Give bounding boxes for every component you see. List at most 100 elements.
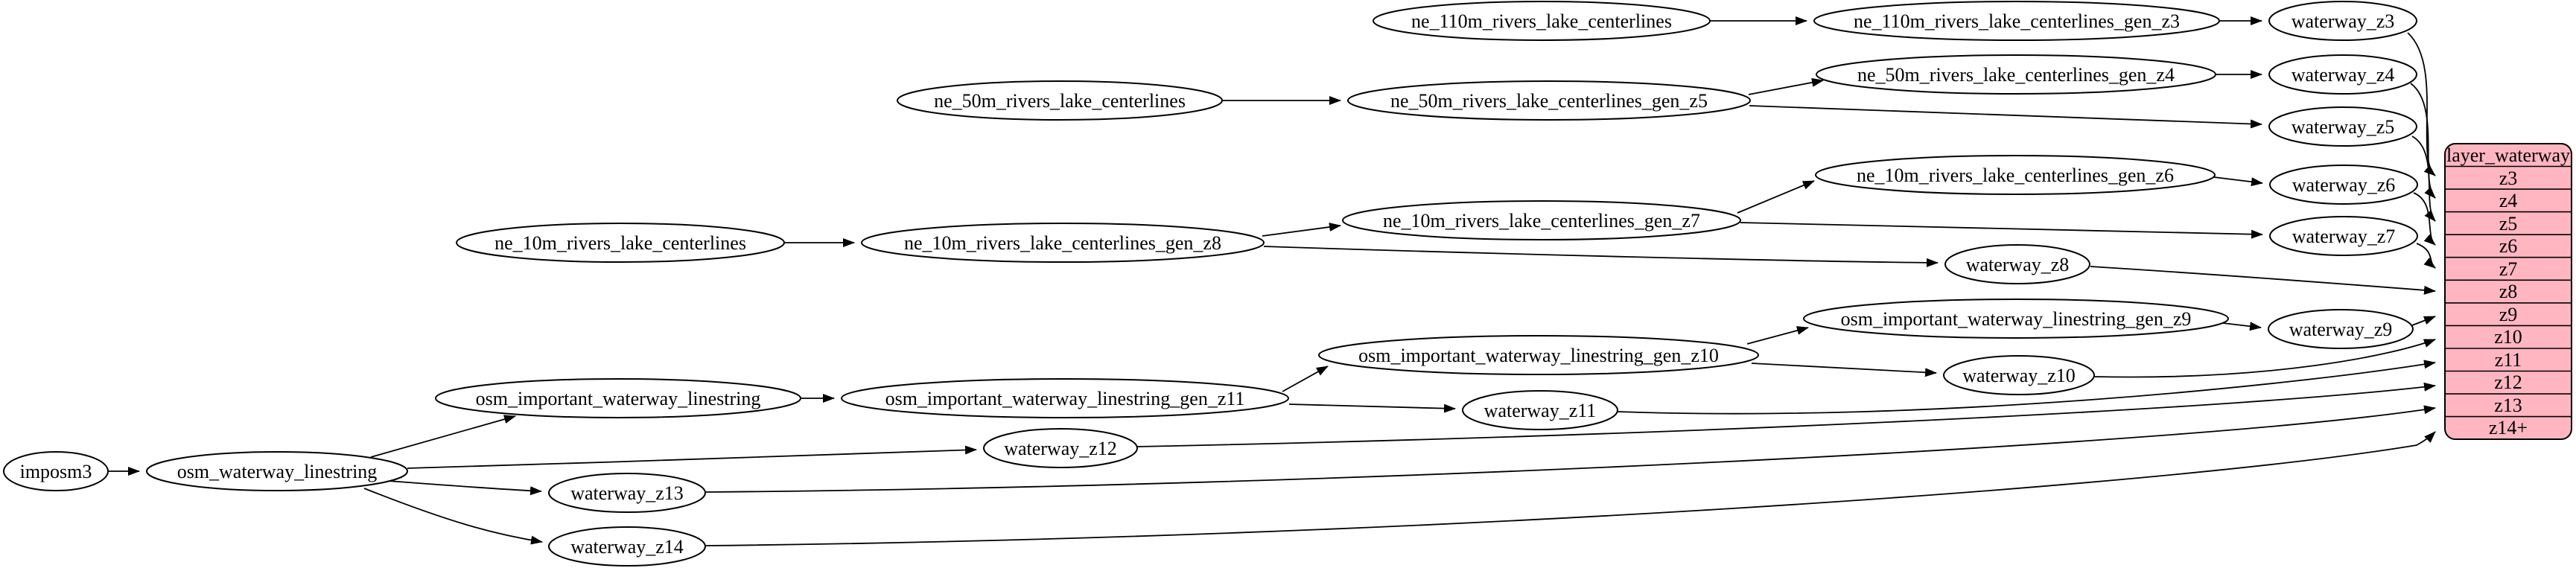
edge-gen-z10-to-waterway-z10: [1751, 363, 1937, 377]
node-osm-waterway-linestring-label: osm_waterway_linestring: [177, 461, 378, 482]
node-waterway-z13-label: waterway_z13: [570, 482, 684, 504]
node-ne110m-rivers-lake-centerlines: ne_110m_rivers_lake_centerlines: [1373, 1, 1711, 41]
node-imposm3-label: imposm3: [20, 461, 92, 482]
node-osm-important-gen-z10-label: osm_important_waterway_linestring_gen_z1…: [1358, 345, 1719, 366]
node-waterway-z14-label: waterway_z14: [570, 536, 684, 558]
node-waterway-z9-label: waterway_z9: [2289, 319, 2393, 340]
edge-gen-z6-to-waterway-z6: [2213, 176, 2263, 187]
node-waterway-z10-label: waterway_z10: [1962, 365, 2076, 386]
table-row-z8: z8: [2499, 281, 2518, 302]
node-waterway-z7-label: waterway_z7: [2292, 226, 2396, 247]
node-ne110m-gen-z3: ne_110m_rivers_lake_centerlines_gen_z3: [1813, 1, 2220, 41]
edge-waterway-z12-to-row-z12: [1136, 382, 2436, 447]
node-ne110m-rivers-lake-centerlines-label: ne_110m_rivers_lake_centerlines: [1411, 10, 1672, 32]
node-waterway-z5-label: waterway_z5: [2292, 116, 2395, 138]
node-osm-important-gen-z10: osm_important_waterway_linestring_gen_z1…: [1318, 335, 1759, 375]
edge-waterway-z3-to-row-z3: [2407, 32, 2436, 176]
table-row-z13: z13: [2494, 395, 2522, 416]
node-ne10m-gen-z6-label: ne_10m_rivers_lake_centerlines_gen_z6: [1857, 165, 2174, 186]
edge-gen-z7-to-waterway-z7: [1740, 222, 2263, 239]
node-waterway-z12-label: waterway_z12: [1004, 438, 1117, 459]
node-osm-waterway-linestring: osm_waterway_linestring: [146, 451, 408, 491]
edge-gen-z7-to-gen-z6: [1737, 180, 1815, 214]
edge-gen-z8-to-waterway-z8: [1263, 246, 1939, 267]
table-row-z7: z7: [2499, 258, 2518, 280]
node-waterway-z6-label: waterway_z6: [2292, 174, 2396, 196]
node-waterway-z12: waterway_z12: [983, 428, 1138, 468]
node-ne110m-gen-z3-label: ne_110m_rivers_lake_centerlines_gen_z3: [1854, 10, 2180, 32]
edge-waterway-z8-to-row-z8: [2090, 266, 2436, 295]
table-row-z12: z12: [2494, 371, 2522, 393]
node-waterway-z11-label: waterway_z11: [1484, 400, 1597, 421]
edge-waterway-z9-to-row-z9: [2411, 316, 2436, 326]
node-waterway-z4-label: waterway_z4: [2292, 64, 2395, 86]
node-ne10m-gen-z8-label: ne_10m_rivers_lake_centerlines_gen_z8: [904, 232, 1221, 254]
table-row-z9: z9: [2499, 304, 2518, 325]
edge-waterway-z11-to-row-z11: [1617, 360, 2436, 415]
edge-waterway-z14-to-row-z14plus: [705, 431, 2436, 546]
edge-waterway-z13-to-row-z13: [705, 405, 2436, 493]
node-ne50m-rivers-lake-centerlines: ne_50m_rivers_lake_centerlines: [897, 80, 1223, 121]
node-osm-important-waterway-linestring: osm_important_waterway_linestring: [435, 378, 801, 418]
node-osm-important-gen-z9: osm_important_waterway_linestring_gen_z9: [1803, 299, 2229, 339]
edge-waterway-z6-to-row-z6: [2413, 192, 2436, 246]
node-ne50m-gen-z5: ne_50m_rivers_lake_centerlines_gen_z5: [1347, 80, 1751, 121]
node-waterway-z8-label: waterway_z8: [1966, 254, 2070, 275]
node-ne50m-gen-z4: ne_50m_rivers_lake_centerlines_gen_z4: [1816, 54, 2216, 95]
edge-waterway-z4-to-row-z4: [2410, 83, 2436, 199]
edge-osm-waterway-linestring-to-waterway-z13: [387, 480, 542, 496]
node-waterway-z14: waterway_z14: [548, 526, 706, 567]
node-osm-important-waterway-linestring-label: osm_important_waterway_linestring: [476, 388, 761, 409]
node-waterway-z8: waterway_z8: [1944, 244, 2090, 284]
node-osm-important-gen-z11-label: osm_important_waterway_linestring_gen_z1…: [885, 388, 1245, 409]
table-background: [2444, 143, 2572, 440]
node-imposm3: imposm3: [3, 451, 109, 491]
node-waterway-z6: waterway_z6: [2269, 165, 2418, 205]
node-waterway-z3-label: waterway_z3: [2292, 10, 2395, 32]
edge-waterway-z5-to-row-z5: [2411, 135, 2436, 222]
node-waterway-z3: waterway_z3: [2268, 1, 2417, 41]
node-waterway-z5: waterway_z5: [2268, 106, 2417, 147]
node-waterway-z11: waterway_z11: [1462, 390, 1618, 430]
node-osm-important-gen-z9-label: osm_important_waterway_linestring_gen_z9: [1841, 308, 2192, 330]
table-row-z14plus: z14+: [2489, 417, 2528, 438]
nodes: imposm3 osm_waterway_linestring osm_impo…: [3, 1, 2418, 567]
table-row-z4: z4: [2499, 190, 2518, 211]
table-row-z3: z3: [2499, 167, 2518, 189]
node-waterway-z4: waterway_z4: [2268, 54, 2417, 95]
table-title: layer_waterway: [2446, 144, 2570, 166]
node-ne10m-rivers-lake-centerlines: ne_10m_rivers_lake_centerlines: [456, 223, 785, 263]
node-ne50m-rivers-lake-centerlines-label: ne_50m_rivers_lake_centerlines: [934, 90, 1186, 112]
node-waterway-z9: waterway_z9: [2268, 309, 2414, 349]
edge-osm-waterway-linestring-to-waterway-z12: [407, 445, 977, 469]
edge-waterway-z7-to-row-z7: [2416, 243, 2436, 269]
edge-gen-z11-to-gen-z10: [1282, 366, 1329, 392]
node-ne10m-gen-z7: ne_10m_rivers_lake_centerlines_gen_z7: [1342, 200, 1741, 240]
node-ne10m-gen-z8: ne_10m_rivers_lake_centerlines_gen_z8: [861, 223, 1265, 263]
node-waterway-z13: waterway_z13: [548, 473, 706, 513]
edge-gen-z10-to-gen-z9: [1746, 326, 1809, 345]
node-waterway-z7: waterway_z7: [2269, 216, 2418, 256]
table-row-z6: z6: [2499, 235, 2518, 257]
edge-gen-z9-to-waterway-z9: [2222, 322, 2262, 331]
edge-gen-z8-to-gen-z7: [1262, 223, 1341, 237]
edge-gen-z5-to-gen-z4: [1748, 77, 1824, 95]
edge-osm-waterway-linestring-to-waterway-z14: [363, 488, 543, 545]
node-osm-important-gen-z11: osm_important_waterway_linestring_gen_z1…: [841, 378, 1289, 418]
node-ne10m-gen-z7-label: ne_10m_rivers_lake_centerlines_gen_z7: [1383, 210, 1700, 232]
table-row-z11: z11: [2495, 349, 2522, 371]
edge-osm-waterway-linestring-to-osm-important-waterway-linestring: [370, 415, 516, 458]
table-row-z5: z5: [2499, 213, 2518, 234]
node-ne10m-rivers-lake-centerlines-label: ne_10m_rivers_lake_centerlines: [494, 232, 746, 254]
edge-gen-z11-to-waterway-z11: [1288, 403, 1456, 413]
node-ne10m-gen-z6: ne_10m_rivers_lake_centerlines_gen_z6: [1815, 155, 2216, 195]
edge-waterway-z10-to-row-z10: [2093, 339, 2436, 378]
table-row-z10: z10: [2494, 326, 2522, 348]
node-ne50m-gen-z5-label: ne_50m_rivers_lake_centerlines_gen_z5: [1390, 90, 1708, 112]
edge-gen-z5-to-waterway-z5: [1749, 105, 2262, 129]
table-layer-waterway: layer_waterway z3 z4 z5 z6 z7 z8 z9 z10 …: [2444, 143, 2572, 440]
node-ne50m-gen-z4-label: ne_50m_rivers_lake_centerlines_gen_z4: [1857, 64, 2175, 86]
node-waterway-z10: waterway_z10: [1943, 355, 2095, 395]
